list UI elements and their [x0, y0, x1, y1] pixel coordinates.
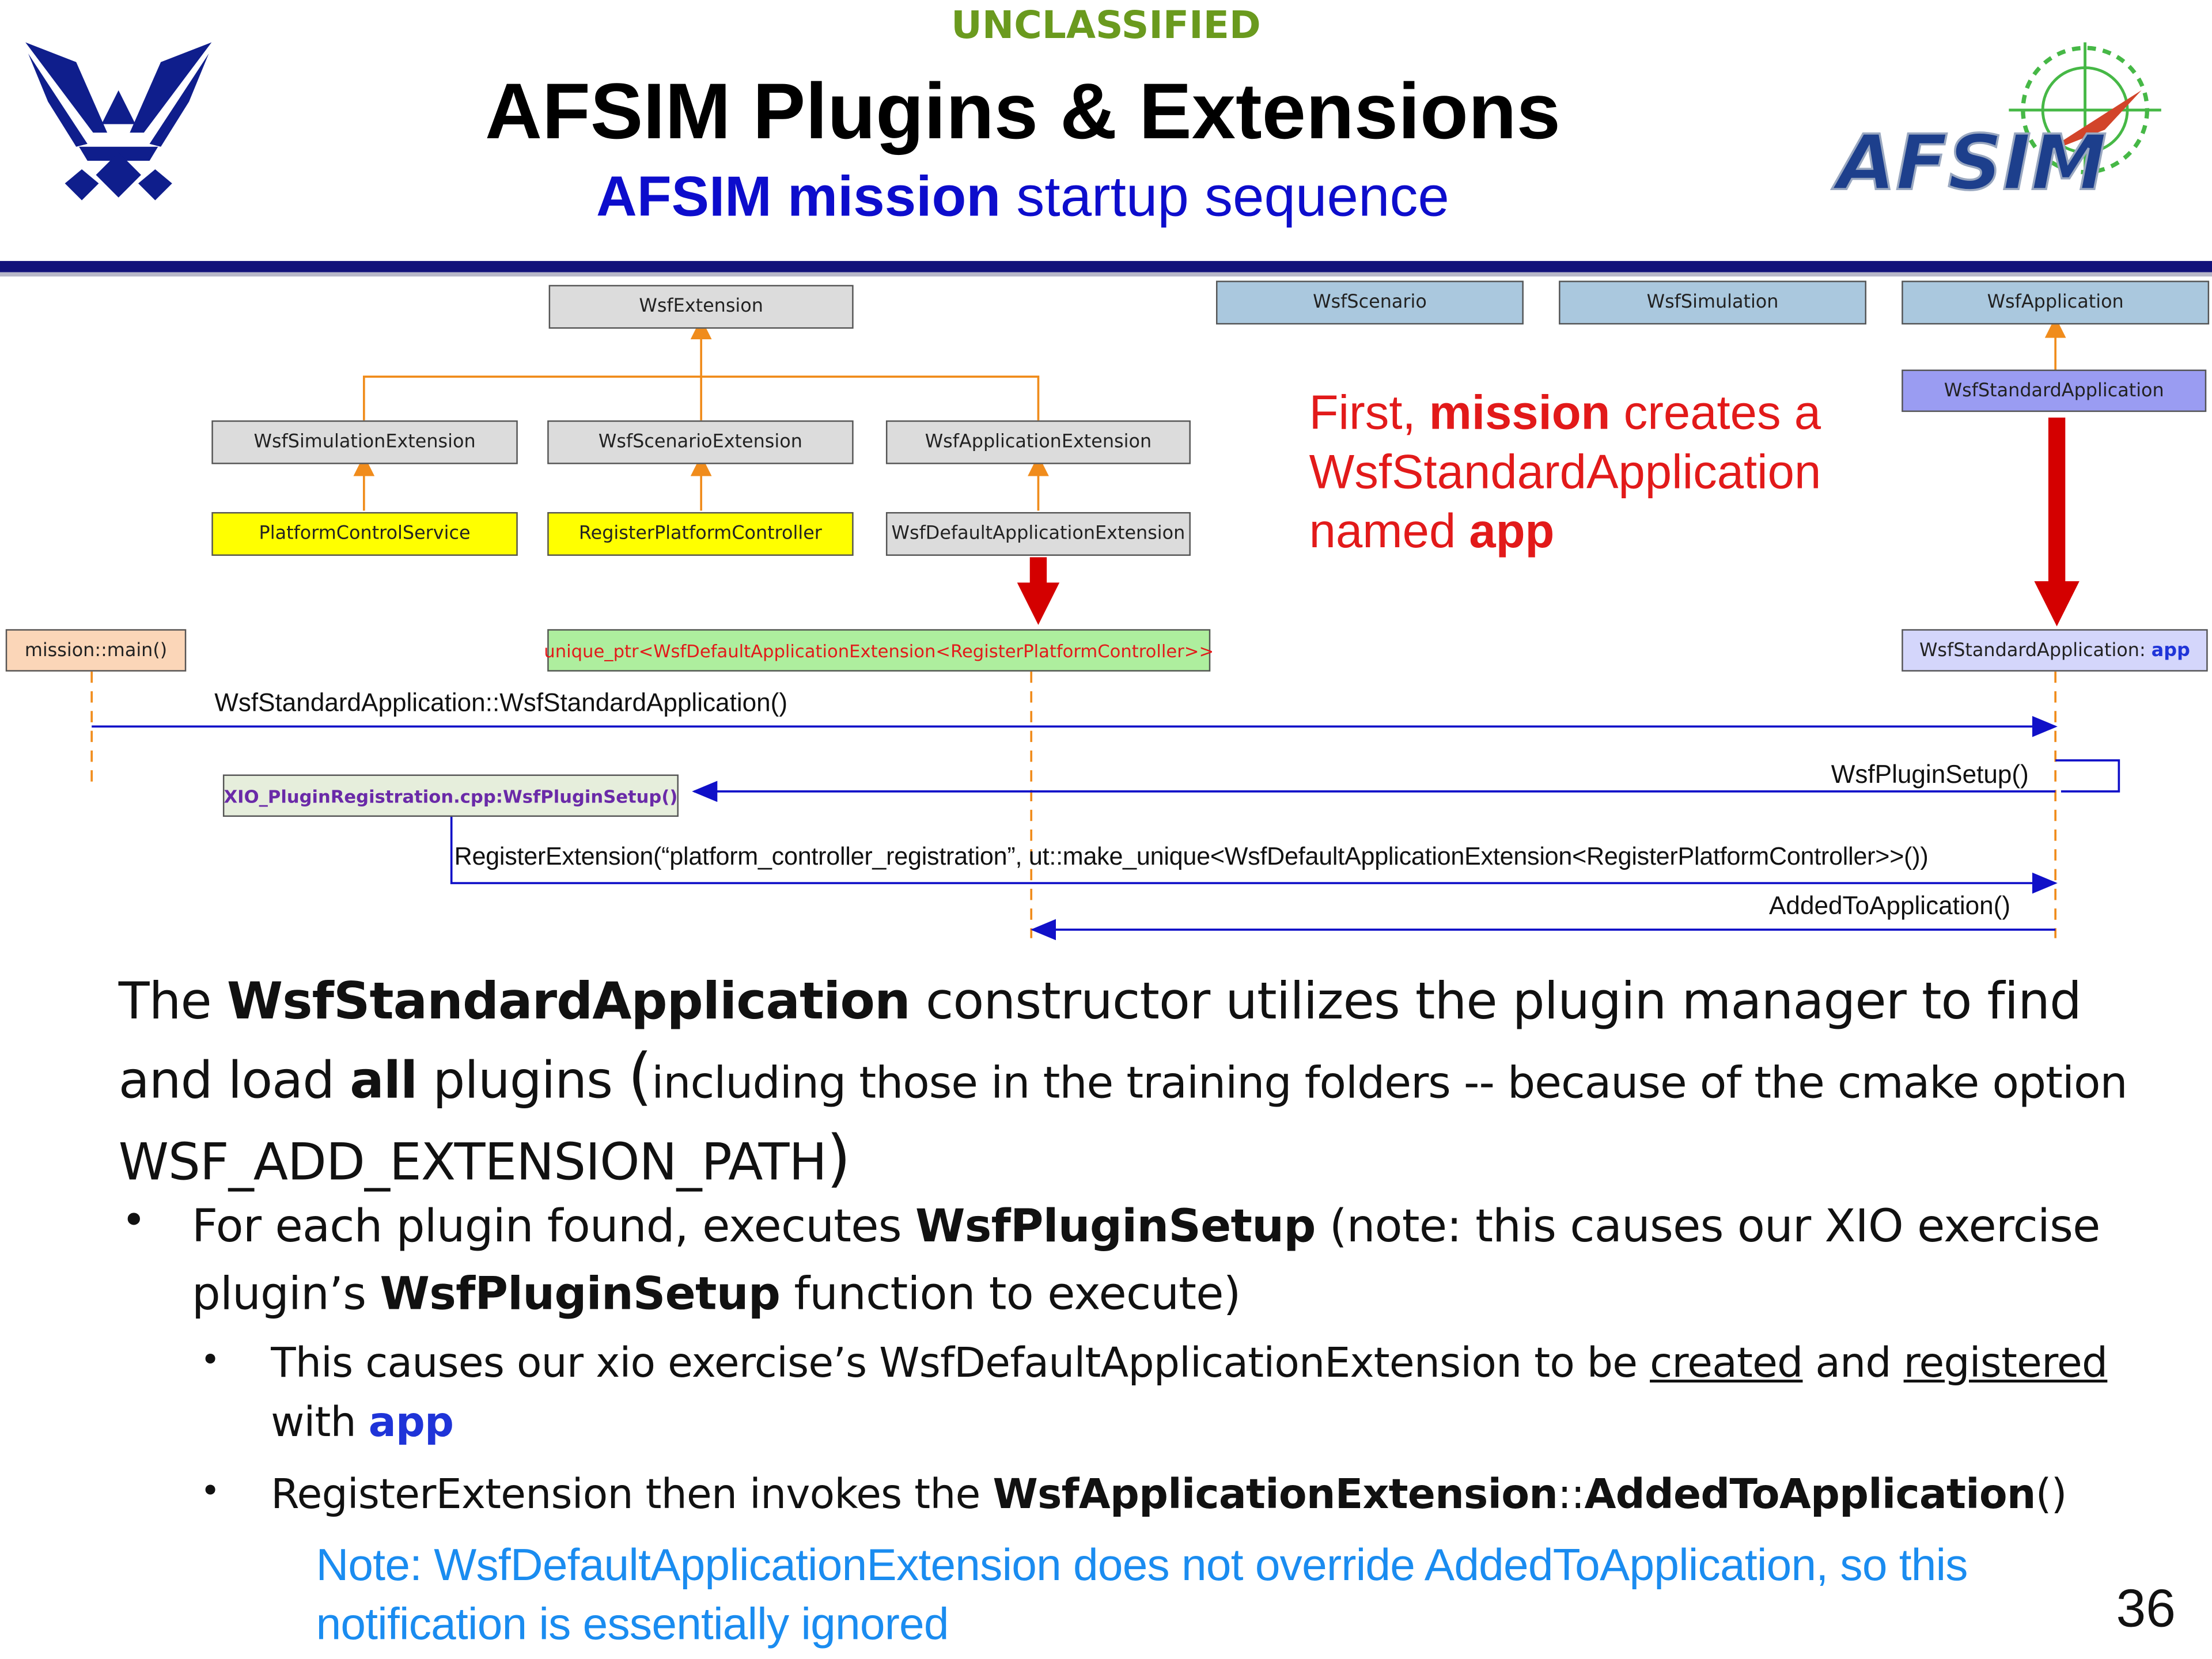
b2-b1: app: [368, 1397, 454, 1446]
box-std-app-instance: WsfStandardApplication: app: [1902, 629, 2208, 672]
bullet-marker-1: •: [121, 1196, 146, 1246]
p1-t2: constructor utilizes the plugin manager …: [118, 973, 2082, 1111]
callout-text: First, mission creates a WsfStandardAppl…: [1309, 384, 1821, 562]
callout-part1: First,: [1309, 387, 1429, 441]
b2-u1: created: [1650, 1339, 1803, 1387]
message-constructor: WsfStandardApplication::WsfStandardAppli…: [214, 688, 788, 717]
air-force-wings-icon: [25, 42, 212, 200]
note-text: Note: WsfDefaultApplicationExtension doe…: [316, 1539, 1968, 1649]
box-wsf-standard-application: WsfStandardApplication: [1902, 369, 2207, 412]
bullet-marker-2: •: [200, 1340, 221, 1380]
b3-b2: AddedToApplication: [1584, 1469, 2036, 1518]
header-rule: [0, 261, 2212, 272]
b2-u2: registered: [1903, 1339, 2108, 1387]
b3-b1: WsfApplicationExtension: [993, 1469, 1558, 1518]
header-rule-shadow: [0, 272, 2212, 277]
p1-small: including those in the training folders …: [652, 1058, 2127, 1109]
callout-line3-prefix: named: [1309, 505, 1469, 559]
box-wsf-scenario-extension: WsfScenarioExtension: [547, 420, 854, 464]
bullet-register-extension: RegisterExtension then invokes the WsfAp…: [271, 1464, 2147, 1524]
box-plugin-registration: XIO_PluginRegistration.cpp:WsfPluginSetu…: [222, 774, 679, 817]
slide-title: AFSIM Plugins & Extensions: [485, 66, 1560, 156]
box-wsf-extension: WsfExtension: [548, 285, 854, 329]
box-unique-ptr: unique_ptr<WsfDefaultApplicationExtensio…: [544, 629, 1214, 672]
b1-b1: WsfPluginSetup: [915, 1199, 1316, 1253]
callout-part2: creates a: [1610, 387, 1821, 441]
b1-t3: function to execute): [780, 1267, 1241, 1321]
callout-bold2: app: [1469, 505, 1555, 559]
afsim-logo-text: AFSIM: [1832, 119, 2107, 207]
sequence-diagram-lines: [90, 316, 2120, 941]
box-wsf-simulation-extension: WsfSimulationExtension: [211, 420, 518, 464]
b2-t3: with: [271, 1397, 369, 1446]
p1-t1: The: [118, 973, 227, 1032]
p1-t3: plugins: [417, 1052, 628, 1111]
b1-t1: For each plugin found, executes: [192, 1199, 916, 1253]
b3-t1: RegisterExtension then invokes the: [271, 1469, 993, 1518]
b2-t2: and: [1802, 1339, 1904, 1387]
box-wsf-simulation: WsfSimulation: [1559, 281, 1867, 325]
classification-banner: UNCLASSIFIED: [951, 4, 1261, 48]
p1-t4: WSF_ADD_EXTENSION_PATH: [118, 1134, 827, 1192]
b3-t3: (): [2035, 1469, 2067, 1518]
box-wsf-application: WsfApplication: [1902, 281, 2210, 325]
subtitle-bold: AFSIM mission: [596, 166, 1001, 229]
bullet-created-registered: This causes our xio exercise’s WsfDefaul…: [271, 1333, 2147, 1452]
page-number: 36: [2116, 1580, 2176, 1639]
box-wsf-application-extension: WsfApplicationExtension: [885, 420, 1191, 464]
callout-line2: WsfStandardApplication: [1309, 445, 1821, 499]
afsim-logo: AFSIM: [1831, 42, 2161, 209]
std-app-instance-prefix: WsfStandardApplication:: [1919, 639, 2152, 661]
std-app-instance-name: app: [2151, 639, 2190, 661]
paragraph-constructor: The WsfStandardApplication constructor u…: [119, 965, 2164, 1200]
p1-b1: WsfStandardApplication: [226, 973, 911, 1032]
message-plugin-setup: WsfPluginSetup(): [1831, 760, 2029, 789]
p1-open-paren: (: [628, 1041, 652, 1113]
p1-close-paren: ): [826, 1123, 851, 1195]
callout-bold1: mission: [1429, 387, 1611, 441]
message-added-to-application: AddedToApplication(): [1769, 891, 2011, 920]
b1-t2: (note: this causes our XIO exercise plug…: [192, 1199, 2100, 1321]
box-mission-main: mission::main(): [5, 629, 187, 672]
slide-subtitle: AFSIM mission startup sequence: [0, 166, 2046, 230]
box-wsf-scenario: WsfScenario: [1216, 281, 1524, 325]
box-platform-control-service: PlatformControlService: [211, 512, 518, 556]
message-register-extension: RegisterExtension(“platform_controller_r…: [454, 842, 1929, 871]
b3-t2: ::: [1558, 1469, 1585, 1518]
bullet-marker-3: •: [200, 1471, 221, 1511]
bullet-plugin-setup: For each plugin found, executes WsfPlugi…: [192, 1192, 2167, 1327]
box-register-platform-controller: RegisterPlatformController: [547, 512, 854, 556]
b1-b2: WsfPluginSetup: [380, 1267, 781, 1321]
subtitle-rest: startup sequence: [1001, 166, 1449, 229]
box-wsf-default-application-extension: WsfDefaultApplicationExtension: [885, 512, 1191, 556]
b2-t1: This causes our xio exercise’s WsfDefaul…: [271, 1339, 1650, 1387]
p1-b2: all: [350, 1052, 418, 1111]
